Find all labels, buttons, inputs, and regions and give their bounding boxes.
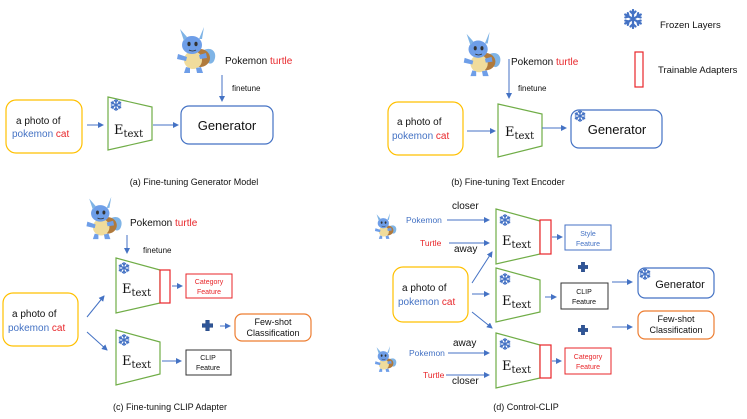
prompt-box: [392, 266, 469, 323]
arrow: [471, 311, 493, 329]
generator-label: Generator: [655, 279, 705, 291]
caption-a: (a) Fine-tuning Generator Model: [130, 177, 259, 187]
arrow: [471, 251, 493, 284]
pokemon-image-bottom: [374, 345, 397, 373]
clip-feature-l2: Feature: [572, 299, 596, 306]
few-shot-l2: Classification: [649, 325, 702, 335]
prompt-line2: pokemon cat: [8, 323, 65, 334]
clip-feature-l2: Feature: [196, 365, 220, 372]
category-feature-box: [564, 347, 612, 375]
away-label-top: away: [454, 244, 477, 255]
category-feature-l1: Category: [195, 279, 224, 286]
text-encoder: [107, 96, 153, 151]
pokemon-image: [176, 26, 216, 74]
prompt-line1: a photo of: [12, 309, 57, 320]
few-shot-l1: Few-shot: [657, 314, 695, 324]
encoder-label: Etext: [114, 123, 143, 140]
style-feature-l2: Feature: [576, 241, 600, 248]
few-shot-classification-box: [637, 310, 715, 340]
encoder-label: Etext: [502, 294, 531, 311]
text-encoder-middle: [495, 267, 541, 323]
prompt-line2: pokemon cat: [392, 131, 449, 142]
panel-b: Pokemon turtle finetune a photo of pokem…: [387, 31, 663, 187]
caption-d: (d) Control-CLIP: [493, 402, 559, 412]
pokemon-image-top: [374, 212, 397, 240]
category-feature-l2: Feature: [197, 289, 221, 296]
prompt-box: [387, 101, 464, 156]
arrow: [86, 295, 105, 318]
prompt-box: [2, 292, 79, 347]
panel-a: Pokemon turtle finetune a photo of pokem…: [5, 26, 293, 187]
encoder-label: Etext: [122, 282, 151, 299]
plus-icon: [578, 262, 588, 272]
clip-feature-box: [185, 349, 232, 376]
text-encoder: [497, 103, 543, 158]
few-shot-classification-box: [234, 313, 312, 342]
legend: Frozen Layers Trainable Adapters: [624, 9, 738, 88]
trainable-adapter: [539, 344, 552, 379]
clip-feature-l1: CLIP: [200, 355, 216, 362]
caption-b: (b) Fine-tuning Text Encoder: [451, 177, 564, 187]
category-feature-l2: Feature: [576, 364, 600, 371]
generator-label: Generator: [588, 122, 647, 137]
plus-icon: [578, 325, 588, 335]
prompt-box: [5, 99, 83, 154]
pokemon-label-top: Pokemon: [406, 215, 442, 225]
finetune-label: finetune: [518, 84, 547, 93]
trainable-adapter: [159, 269, 171, 304]
legend-adapter-icon: [634, 51, 644, 88]
legend-frozen-label: Frozen Layers: [660, 20, 721, 31]
generator-box: [637, 267, 715, 299]
few-shot-l1: Few-shot: [254, 317, 292, 327]
generator-box: [570, 109, 663, 149]
style-feature-l1: Style: [580, 231, 596, 238]
caption-c: (c) Fine-tuning CLIP Adapter: [113, 402, 227, 412]
trainable-adapter: [539, 219, 552, 255]
plus-icon: [202, 320, 213, 331]
few-shot-l2: Classification: [246, 328, 299, 338]
pokemon-turtle-label: Pokemon turtle: [511, 57, 579, 68]
clip-feature-box: [560, 282, 609, 310]
generator-box: [180, 105, 274, 145]
finetune-label: finetune: [232, 84, 261, 93]
turtle-label-bottom: Turtle: [423, 370, 445, 380]
turtle-label-top: Turtle: [420, 238, 442, 248]
pokemon-turtle-label: Pokemon turtle: [130, 218, 198, 229]
prompt-line2: pokemon cat: [398, 297, 455, 308]
category-feature-box: [185, 273, 233, 299]
encoder-label: Etext: [502, 234, 531, 251]
pokemon-image: [86, 196, 123, 240]
encoder-label: Etext: [502, 359, 531, 376]
prompt-line1: a photo of: [402, 283, 447, 294]
generator-label: Generator: [198, 118, 257, 133]
prompt-line2: pokemon cat: [12, 129, 69, 140]
style-feature-box: [564, 224, 612, 251]
pokemon-image: [463, 31, 501, 77]
closer-label-top: closer: [452, 201, 479, 212]
pokemon-turtle-label: Pokemon turtle: [225, 56, 293, 67]
encoder-label: Etext: [122, 354, 151, 371]
prompt-line1: a photo of: [397, 117, 442, 128]
pokemon-label-bottom: Pokemon: [409, 348, 445, 358]
frozen-snowflake-icon: [624, 9, 642, 29]
away-label-bottom: away: [453, 338, 476, 349]
panel-c: Pokemon turtle finetune a photo of pokem…: [2, 196, 312, 412]
closer-label-bottom: closer: [452, 376, 479, 387]
finetune-label: finetune: [143, 246, 172, 255]
category-feature-l1: Category: [574, 354, 603, 361]
arrow: [86, 331, 108, 351]
encoder-label: Etext: [505, 125, 534, 142]
clip-feature-l1: CLIP: [576, 289, 592, 296]
legend-trainable-label: Trainable Adapters: [658, 65, 738, 76]
panel-d: closer Pokemon Turtle away Etext Style F…: [374, 201, 715, 412]
prompt-line1: a photo of: [16, 116, 61, 127]
